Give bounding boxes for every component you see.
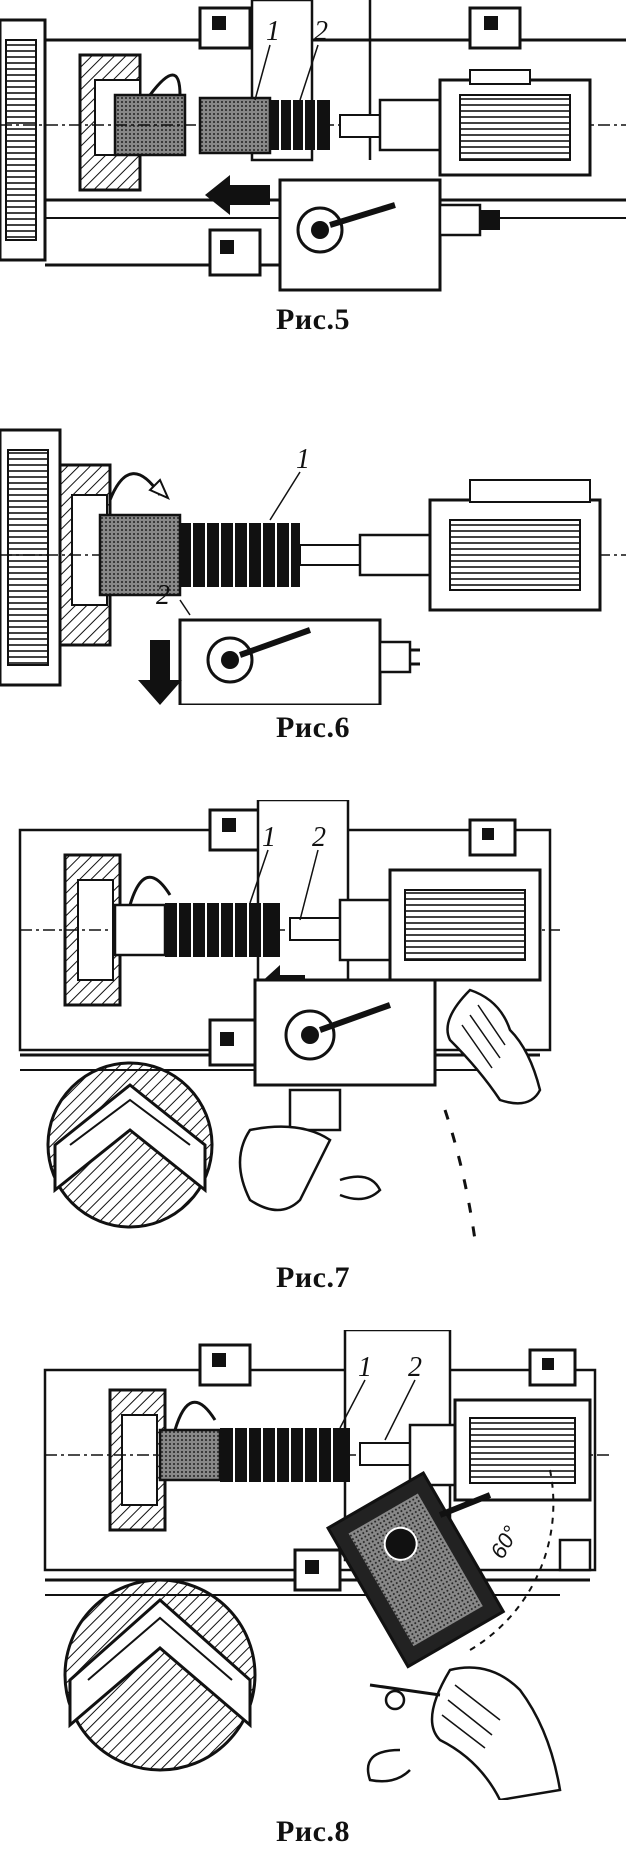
callout-2: 2 xyxy=(312,822,326,853)
workpiece xyxy=(158,1428,222,1482)
angle-arc xyxy=(469,1469,555,1651)
carriage xyxy=(253,978,437,1087)
feed-arrow xyxy=(138,640,182,705)
part-1-thread xyxy=(220,1428,350,1482)
workpiece xyxy=(113,903,167,957)
callout-1: 1 xyxy=(266,16,280,47)
lathe-diagram-5: 1 2 xyxy=(0,0,626,292)
thread-detail-circle xyxy=(63,1578,257,1772)
figure-6: 1 2 xyxy=(0,420,626,705)
figure-5: 1 2 xyxy=(0,0,626,300)
part-1 xyxy=(198,96,272,155)
caption-fig8: Рис.8 xyxy=(276,1815,350,1848)
lathe-diagram-7: 1 2 xyxy=(18,800,560,1241)
operator-hand xyxy=(430,1666,562,1800)
thread-detail-circle xyxy=(46,1061,214,1229)
callout-2: 2 xyxy=(314,16,328,47)
callout-2: 2 xyxy=(156,580,170,611)
figure-7: 1 2 xyxy=(0,800,626,1250)
callout-1: 1 xyxy=(358,1352,372,1383)
callout-2: 2 xyxy=(408,1352,422,1383)
lathe-diagram-6: 1 2 xyxy=(0,428,626,705)
caption-fig7: Рис.7 xyxy=(276,1261,350,1294)
operator-hand-left xyxy=(238,1125,332,1212)
compound-rest-angled xyxy=(325,1470,506,1669)
part-1-thread xyxy=(180,523,300,587)
figure-8: 60° 1 2 xyxy=(0,1330,626,1800)
callout-1: 1 xyxy=(262,822,276,853)
part-1-thread xyxy=(165,903,280,957)
callout-1: 1 xyxy=(296,444,310,475)
lathe-diagram-8: 60° 1 2 xyxy=(43,1330,610,1800)
feed-arrow xyxy=(205,175,270,215)
caption-fig6: Рис.6 xyxy=(276,711,350,744)
part-2-thread xyxy=(270,100,330,150)
caption-fig5: Рис.5 xyxy=(276,303,350,336)
spindle-housing xyxy=(5,39,37,241)
operator-hand-right xyxy=(446,988,542,1105)
